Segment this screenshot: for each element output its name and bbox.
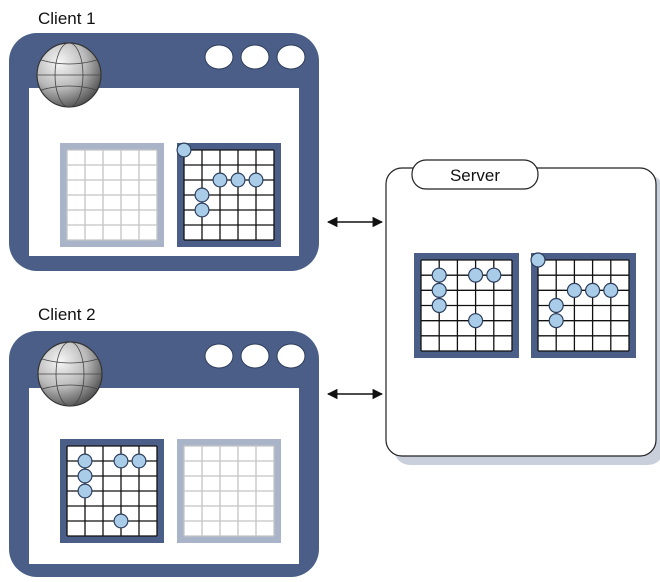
board-piece — [113, 453, 129, 469]
board-piece — [212, 172, 228, 188]
board-piece — [468, 267, 484, 283]
server-tab — [411, 159, 539, 190]
board-piece — [248, 172, 264, 188]
client2-window-buttons — [204, 343, 306, 369]
board-piece — [113, 513, 129, 529]
client2-label: Client 2 — [38, 305, 96, 324]
board-piece — [431, 267, 447, 283]
board-piece — [548, 313, 564, 329]
client1-group: Client 1 — [9, 9, 319, 271]
board-piece — [194, 187, 210, 203]
board-piece — [77, 468, 93, 484]
board-piece — [77, 453, 93, 469]
client1-opponent-board — [176, 142, 281, 247]
client1-window — [9, 33, 319, 271]
board-piece — [431, 282, 447, 298]
board-piece — [77, 483, 93, 499]
window-button[interactable] — [240, 343, 270, 369]
board-piece — [530, 252, 546, 268]
window-button[interactable] — [204, 343, 234, 369]
client2-own-board — [60, 439, 164, 543]
window-button[interactable] — [276, 44, 306, 70]
board-piece — [431, 297, 447, 314]
board-piece — [468, 313, 484, 329]
server-board-2 — [530, 252, 636, 358]
window-button[interactable] — [276, 343, 306, 369]
board-piece — [585, 282, 601, 298]
globe-icon — [37, 341, 103, 407]
board-piece — [131, 453, 147, 469]
board-piece — [566, 282, 582, 298]
globe-icon — [36, 42, 102, 108]
client2-window — [9, 331, 319, 577]
client2-opponent-board — [177, 439, 281, 543]
server-label: Server — [450, 166, 500, 185]
window-button[interactable] — [240, 44, 270, 70]
board-piece — [230, 172, 246, 188]
board-piece — [603, 282, 619, 298]
client1-own-board — [60, 143, 164, 247]
board-piece — [176, 142, 192, 158]
board-piece — [486, 267, 502, 283]
client1-label: Client 1 — [38, 9, 96, 28]
board-piece — [194, 202, 210, 218]
server-group: Server — [385, 159, 660, 465]
window-button[interactable] — [204, 44, 234, 70]
client2-group: Client 2 — [9, 305, 319, 577]
board-piece — [548, 297, 564, 314]
server-board-1 — [414, 253, 519, 358]
client1-window-buttons — [204, 44, 306, 70]
